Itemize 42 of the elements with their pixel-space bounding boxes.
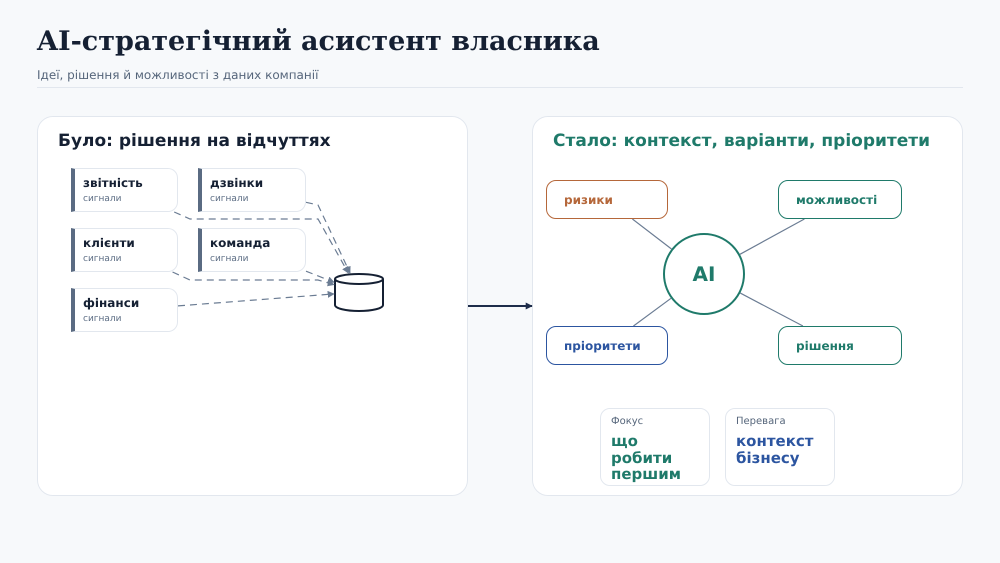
stat-label: Фокус xyxy=(611,416,644,427)
stat-value: контекст бізнесу xyxy=(736,433,814,466)
topic-box: ризики xyxy=(546,180,668,219)
signal-title: клієнти xyxy=(83,236,136,250)
arrow xyxy=(468,302,533,310)
panel-heading: Було: рішення на відчуттях xyxy=(58,131,331,151)
signal-subtitle: сигнали xyxy=(210,194,250,204)
signal-subtitle: сигнали xyxy=(83,254,123,264)
connector-line xyxy=(633,298,672,326)
panel-card xyxy=(532,116,963,496)
connector-line xyxy=(632,218,672,250)
arrow xyxy=(172,271,335,286)
signal-title: дзвінки xyxy=(210,176,264,190)
signal-card xyxy=(71,168,178,212)
arrow xyxy=(178,290,335,306)
stat-value: що робити першим xyxy=(611,433,682,482)
arrow xyxy=(306,270,335,284)
topic-box: рішення xyxy=(778,326,902,365)
page-title: AI-стратегічний асистент власника xyxy=(37,26,600,57)
stat-card xyxy=(600,408,710,486)
connector-line xyxy=(740,218,805,255)
signal-subtitle: сигнали xyxy=(210,254,250,264)
stat-card xyxy=(725,408,835,486)
signal-card xyxy=(198,168,306,212)
topic-box: можливості xyxy=(778,180,902,219)
topic-box: пріоритети xyxy=(546,326,668,365)
signal-card xyxy=(71,228,178,272)
panel-heading: Стало: контекст, варіанти, пріоритети xyxy=(553,131,930,151)
stat-label: Перевага xyxy=(736,416,787,427)
hub-circle: AI xyxy=(663,233,745,315)
panel-card xyxy=(37,116,468,496)
signal-card xyxy=(71,288,178,332)
subtitle: Ідеї, рішення й можливості з даних компанії xyxy=(37,68,318,82)
signal-subtitle: сигнали xyxy=(83,194,123,204)
signal-card xyxy=(198,228,306,272)
arrow xyxy=(306,202,351,274)
signal-title: фінанси xyxy=(83,296,140,310)
signal-title: команда xyxy=(210,236,272,250)
signal-subtitle: сигнали xyxy=(83,314,123,324)
connector-line xyxy=(740,292,804,327)
arrow xyxy=(174,211,349,274)
signal-title: звітність xyxy=(83,176,144,190)
